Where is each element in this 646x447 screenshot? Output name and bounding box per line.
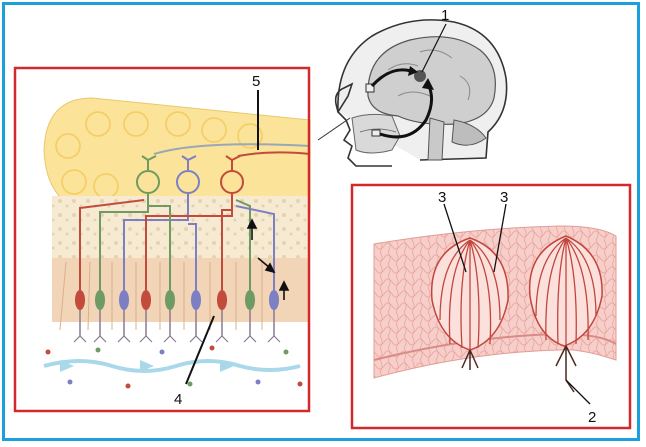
pointer-line: [317, 117, 351, 141]
label-2: 2: [588, 409, 596, 426]
brain-target-spot: [414, 70, 426, 82]
taste-panel-frame: [350, 183, 632, 430]
receptor-neurons: [59, 261, 281, 343]
taste-bud-right: [528, 235, 603, 393]
taste-bud-left: [430, 237, 509, 370]
mitral-cells: [136, 143, 311, 194]
label-1: 1: [441, 7, 449, 24]
brain-shape: [367, 36, 496, 125]
label-3a-leader: [443, 203, 467, 273]
label-3b-leader: [493, 203, 507, 273]
label-2-leader: [565, 379, 591, 405]
taste-buds-panel: 3 3 2: [350, 183, 632, 430]
cribriform-plate: [52, 196, 310, 258]
olfactory-region-marker: [365, 83, 375, 93]
olfactory-axons: [79, 194, 275, 290]
label-4: 4: [174, 391, 182, 408]
head-pathways-illustration: 1: [317, 7, 508, 167]
flow-arrows: [246, 218, 290, 300]
taste-pathway-arrow: [379, 83, 433, 139]
label-1-leader: [421, 23, 447, 73]
taste-region-marker: [371, 129, 381, 137]
olfactory-epithelium-panel: 5 4: [13, 66, 311, 413]
label-3-right: 3: [500, 189, 508, 206]
olfactory-panel-frame: [13, 66, 311, 413]
mucus-layer: [43, 345, 303, 389]
label-4-leader: [185, 315, 215, 385]
label-3-left: 3: [438, 189, 446, 206]
outer-frame: [2, 2, 640, 441]
label-5: 5: [252, 73, 260, 90]
